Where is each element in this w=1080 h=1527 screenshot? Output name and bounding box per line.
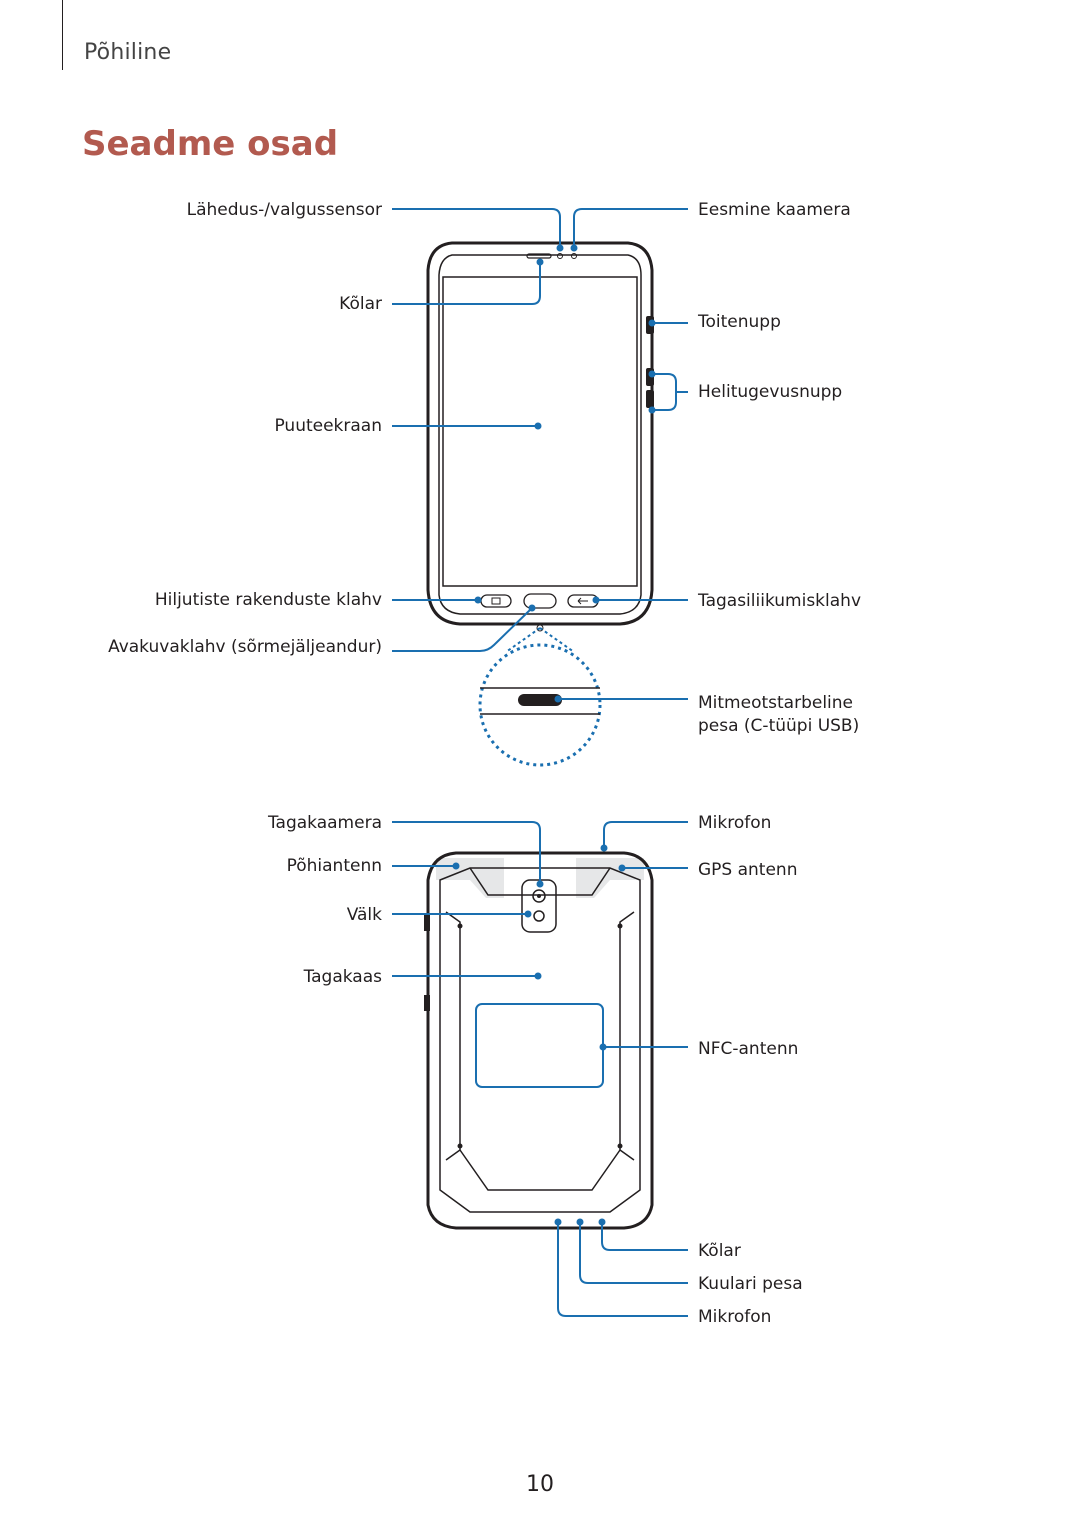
label-main-antenna: Põhiantenn (286, 856, 382, 876)
label-speaker-bottom: Kõlar (698, 1241, 741, 1261)
home-key-shape (523, 593, 557, 609)
label-earphone-jack: Kuulari pesa (698, 1274, 803, 1294)
back-callouts (392, 821, 688, 1317)
touchscreen-area (442, 276, 638, 587)
label-back-key: Tagasiliikumisklahv (698, 591, 862, 611)
front-device-illustration (426, 241, 654, 632)
label-microphone-top: Mikrofon (698, 813, 772, 833)
label-usb-port-line2: pesa (C-tüüpi USB) (698, 716, 860, 736)
label-home-key: Avakuvaklahv (sõrmejäljeandur) (108, 637, 382, 657)
label-speaker: Kõlar (339, 294, 382, 314)
label-volume-key: Helitugevusnupp (698, 382, 843, 402)
label-nfc-antenna: NFC-antenn (698, 1039, 799, 1059)
recent-apps-key-shape (480, 594, 512, 608)
nfc-area (475, 1003, 604, 1088)
label-flash: Välk (346, 905, 382, 925)
back-device-illustration (424, 851, 654, 1230)
page-number: 10 (526, 1472, 554, 1497)
page-title: Seadme osad (82, 124, 339, 164)
label-touchscreen: Puuteekraan (274, 416, 382, 436)
usb-port-zoom (478, 627, 602, 767)
section-label: Põhiline (84, 40, 172, 65)
label-proximity-sensor: Lähedus-/valgussensor (186, 200, 382, 220)
label-usb-port-line1: Mitmeotstarbeline (698, 693, 854, 713)
section-rule (62, 0, 63, 70)
label-gps-antenna: GPS antenn (698, 860, 798, 880)
camera-module (521, 879, 557, 933)
label-power-key: Toitenupp (698, 312, 781, 332)
label-recent-apps-key: Hiljutiste rakenduste klahv (154, 590, 382, 610)
label-microphone-bottom: Mikrofon (698, 1307, 772, 1327)
front-callouts (392, 208, 688, 703)
label-back-cover: Tagakaas (303, 967, 382, 987)
label-front-camera: Eesmine kaamera (698, 200, 851, 220)
label-rear-camera: Tagakaamera (267, 813, 382, 833)
